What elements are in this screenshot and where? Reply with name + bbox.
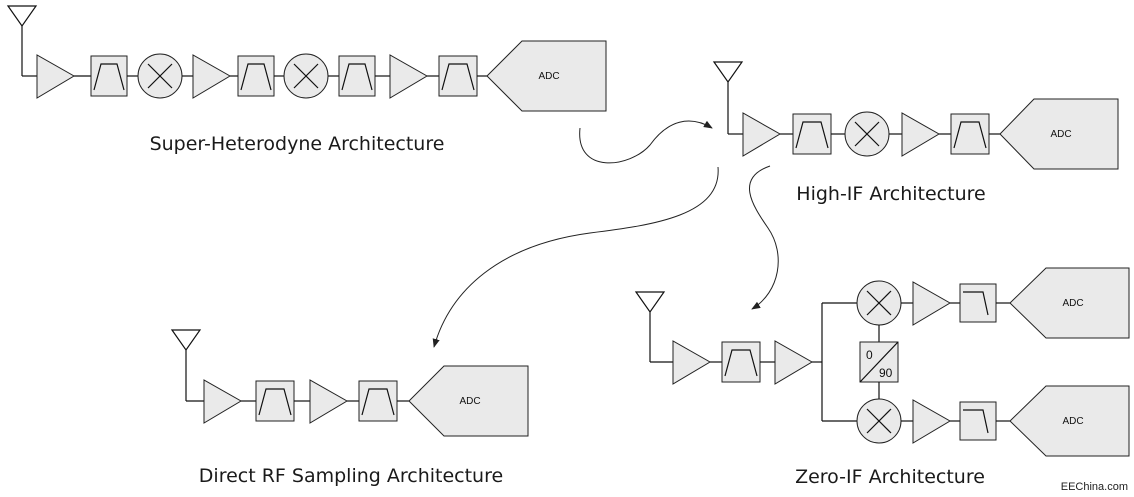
bandpass-filter-icon (721, 341, 761, 383)
zero-if-chain: ADC 0 90 ADC (634, 267, 1130, 457)
bandpass-filter-icon (338, 55, 376, 97)
mixer-icon (844, 111, 890, 157)
amplifier-icon (901, 112, 940, 157)
arrow-high-if-to-direct-rf (432, 166, 719, 348)
bandpass-filter-icon (358, 380, 398, 422)
high-if-chain: ADC (712, 61, 1119, 170)
amplifier-icon (912, 281, 951, 326)
super-heterodyne-chain: ADC (6, 5, 607, 112)
bandpass-filter-icon (90, 55, 128, 97)
adc-label: ADC (459, 396, 480, 407)
bandpass-filter-icon (237, 55, 275, 97)
amplifier-icon (672, 340, 711, 385)
phase-shifter-bottom-label: 90 (879, 366, 893, 380)
antenna-icon (634, 291, 673, 363)
super-heterodyne-title: Super-Heterodyne Architecture (150, 133, 445, 155)
amplifier-icon (36, 54, 75, 99)
amplifier-icon (203, 379, 242, 424)
direct-rf-title: Direct RF Sampling Architecture (199, 465, 503, 487)
amplifier-icon (389, 54, 428, 99)
amplifier-icon (742, 112, 781, 157)
phase-shifter-top-label: 0 (866, 348, 873, 362)
antenna-icon (170, 329, 204, 402)
bandpass-filter-icon (438, 55, 478, 97)
phase-shifter-block: 0 90 (859, 341, 899, 383)
arrow-super-to-high-if (579, 120, 713, 164)
amplifier-icon (192, 54, 231, 99)
adc-label: ADC (1062, 416, 1083, 427)
antenna-icon (6, 5, 38, 77)
arrow-high-if-to-zero-if (749, 165, 779, 310)
bandpass-filter-icon (950, 113, 990, 155)
bandpass-filter-icon (255, 380, 295, 422)
lowpass-filter-icon (959, 283, 997, 323)
direct-rf-chain: ADC (170, 329, 529, 437)
adc-label: ADC (1050, 129, 1071, 140)
adc-block: ADC (1009, 385, 1130, 457)
lowpass-filter-icon (959, 401, 997, 441)
adc-block: ADC (1009, 267, 1130, 339)
adc-block: ADC (999, 98, 1119, 170)
amplifier-icon (774, 340, 813, 385)
adc-block: ADC (408, 365, 529, 437)
mixer-icon (137, 53, 183, 99)
adc-label: ADC (1062, 298, 1083, 309)
mixer-icon (283, 53, 329, 99)
mixer-icon (856, 280, 902, 326)
bandpass-filter-icon (792, 113, 832, 155)
adc-block: ADC (486, 40, 607, 112)
high-if-title: High-IF Architecture (796, 183, 985, 205)
mixer-icon (856, 398, 902, 444)
watermark: EEChina.com (1061, 481, 1128, 493)
zero-if-title: Zero-IF Architecture (795, 466, 985, 488)
adc-label: ADC (538, 71, 559, 82)
antenna-icon (712, 61, 744, 135)
amplifier-icon (309, 379, 348, 424)
amplifier-icon (912, 399, 951, 444)
